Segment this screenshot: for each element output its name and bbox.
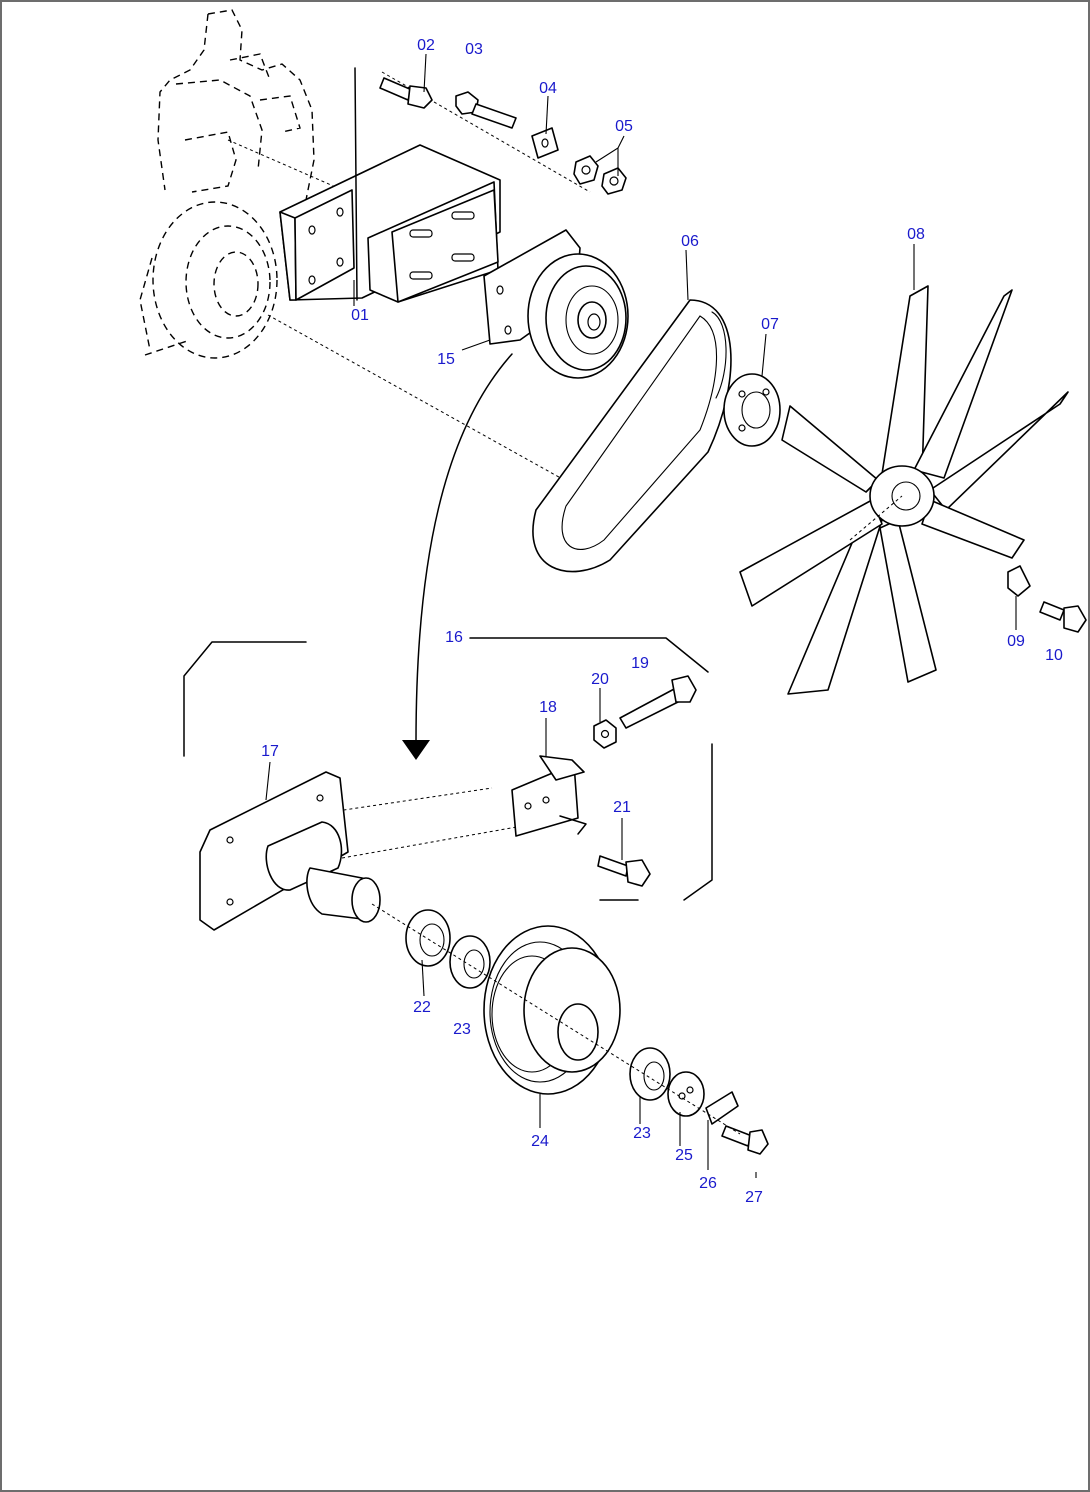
callout-07: 07 (761, 316, 779, 333)
nut-part-05 (573, 155, 627, 195)
seal-part-22 (405, 909, 451, 967)
bolt-part-10 (1039, 601, 1087, 633)
cap-part-25 (667, 1071, 705, 1117)
callout-23a: 23 (453, 1021, 471, 1038)
callout-24: 24 (531, 1133, 549, 1150)
bolt-part-27 (721, 1125, 769, 1155)
callout-15: 15 (437, 351, 455, 368)
clamp-bracket-part-18 (511, 755, 587, 837)
washer-part-26 (705, 1091, 739, 1125)
bracket-part-01 (279, 67, 501, 303)
bearing-part-23a (449, 935, 491, 989)
callout-02: 02 (417, 37, 435, 54)
callout-04: 04 (539, 80, 557, 97)
shaft-plate-part-17 (199, 771, 381, 931)
callout-01: 01 (351, 307, 369, 324)
bolt-part-19 (619, 675, 697, 729)
callout-20: 20 (591, 671, 609, 688)
callout-19: 19 (631, 655, 649, 672)
bolt-part-02 (379, 77, 433, 109)
callout-26: 26 (699, 1175, 717, 1192)
fan-part-08 (739, 285, 1069, 695)
callout-21: 21 (613, 799, 631, 816)
callout-18: 18 (539, 699, 557, 716)
nut-part-20 (593, 719, 617, 749)
callout-08: 08 (907, 226, 925, 243)
callout-03: 03 (465, 41, 483, 58)
tensioner-assembly-part-15 (483, 229, 629, 379)
callout-05: 05 (615, 118, 633, 135)
bearing-part-23b (629, 1047, 671, 1101)
callout-25: 25 (675, 1147, 693, 1164)
centerline-detail (371, 903, 741, 1135)
centerline-bolts (381, 71, 591, 193)
callout-06: 06 (681, 233, 699, 250)
belt-part-06 (532, 299, 732, 573)
pulley-part-24 (483, 925, 621, 1095)
callout-10: 10 (1045, 647, 1063, 664)
callout-17: 17 (261, 743, 279, 760)
callout-22: 22 (413, 999, 431, 1016)
leader-lines (265, 53, 1017, 1178)
clip-part-09 (1007, 565, 1031, 597)
detail-arrow (402, 353, 513, 760)
callout-09: 09 (1007, 633, 1025, 650)
callout-labels: 01 02 03 04 05 06 07 08 09 10 15 16 17 1… (261, 37, 1063, 1206)
bolt-part-21 (597, 855, 651, 887)
spacer-part-07 (723, 373, 781, 447)
plate-part-04 (531, 127, 559, 159)
callout-23b: 23 (633, 1125, 651, 1142)
callout-16: 16 (445, 629, 463, 646)
engine-outline-hidden (139, 9, 315, 359)
callout-27: 27 (745, 1189, 763, 1206)
bolt-part-03 (455, 91, 517, 129)
